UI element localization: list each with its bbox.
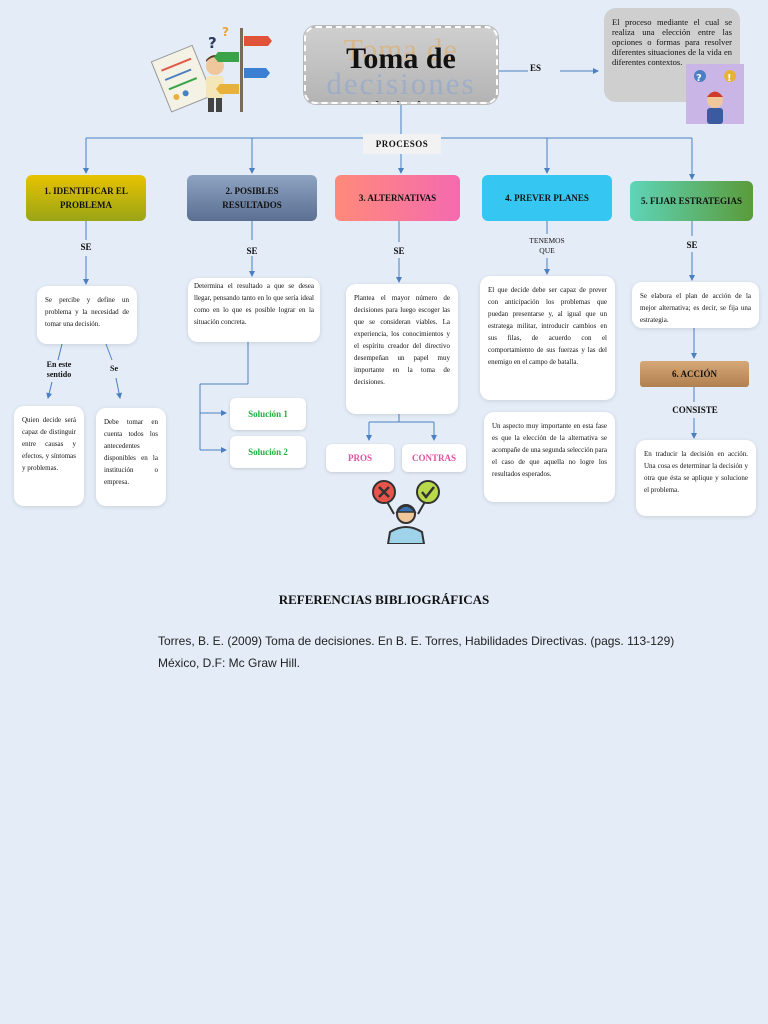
solucion-1: Solución 1 [230,398,306,430]
debe-description: Debe tomar en cuenta todos los anteceden… [96,408,166,506]
estrategias-text: Se elabora el plan de acción de la mejor… [640,292,751,324]
title-ghost-text: Toma de [343,32,459,67]
svg-text:?: ? [208,34,217,52]
reference-line-2: México, D.F: Mc Graw Hill. [158,656,301,670]
prever-description-2: Un aspecto muy importante en esta fase e… [484,412,615,502]
que-label: QUE [539,246,555,255]
references-title: REFERENCIAS BIBLIOGRÁFICAS [278,592,490,607]
decision-maker-illustration: ? ? [150,25,272,113]
accion-description: En traducir la decisión en acción. Una c… [636,440,756,516]
identificar-text: Se percibe y define un problema y la nec… [45,296,129,328]
definition-text: El proceso mediante el cual se realiza u… [612,17,732,67]
svg-text:!: ! [727,73,732,84]
quien-description: Quien decide será capaz de distinguir en… [14,406,84,506]
title-box: Toma de decisiones Toma de . . . [304,26,498,104]
reference-line-1: Torres, B. E. (2009) Toma de decisiones.… [158,634,675,648]
title-dots: . . . [374,88,428,104]
step-prever-planes-label: 4. PREVER PLANES [505,193,589,203]
debe-text: Debe tomar en cuenta todos los anteceden… [104,418,158,486]
pros-box: PROS [326,444,394,472]
step-accion-label: 6. ACCIÓN [671,369,717,379]
step-fijar-estrategias: 5. FIJAR ESTRATEGIAS [630,181,753,221]
step-identificar-label: 1. IDENTIFICAR EL PROBLEMA [44,186,128,210]
tenemos-label: TENEMOS [529,236,565,245]
step-fijar-estrategias-label: 5. FIJAR ESTRATEGIAS [640,196,743,206]
page-title: Toma de [346,42,456,75]
step-identificar: 1. IDENTIFICAR EL PROBLEMA [26,175,146,221]
resultados-text: Determina el resultado a que se desea ll… [194,282,314,326]
svg-text:?: ? [222,25,229,39]
se-label-3: SE [393,246,405,256]
identificar-description: Se percibe y define un problema y la nec… [37,286,137,344]
solucion-2: Solución 2 [230,436,306,468]
step-alternativas-label: 3. ALTERNATIVAS [358,193,437,203]
thinking-person-illustration: ? ! [686,64,744,124]
prever-text: El que decide debe ser capaz de prever c… [488,286,607,366]
estrategias-description: Se elabora el plan de acción de la mejor… [632,282,759,328]
step-posibles-resultados-label: 2. POSIBLES RESULTADOS [222,186,282,210]
title-ghost-text-2: decisiones [326,66,476,101]
step-accion: 6. ACCIÓN [640,361,749,387]
accion-text: En traducir la decisión en acción. Una c… [644,450,748,494]
pros-cons-person-illustration [372,480,440,544]
step-posibles-resultados: 2. POSIBLES RESULTADOS [187,175,317,221]
se-small-label: Se [110,364,118,373]
se-label-2: SE [246,246,258,256]
resultados-description: Determina el resultado a que se desea ll… [188,278,320,342]
step-alternativas: 3. ALTERNATIVAS [335,175,460,221]
procesos-label: PROCESOS [363,134,441,154]
svg-text:?: ? [696,73,702,84]
prever-description: El que decide debe ser capaz de prever c… [480,276,615,400]
alternativas-text: Plantea el mayor número de decisiones pa… [354,294,450,386]
prever-text-2: Un aspecto muy importante en esta fase e… [492,422,607,478]
alternativas-description: Plantea el mayor número de decisiones pa… [346,284,458,414]
quien-text: Quien decide será capaz de distinguir en… [22,416,76,472]
es-connector-label: ES [530,63,542,73]
consiste-label: CONSISTE [672,405,718,415]
en-este-sentido-label: En este sentido [46,360,72,379]
se-label-1: SE [80,242,92,252]
contras-box: CONTRAS [402,444,466,472]
se-label-5: SE [686,240,698,250]
step-prever-planes: 4. PREVER PLANES [482,175,612,221]
